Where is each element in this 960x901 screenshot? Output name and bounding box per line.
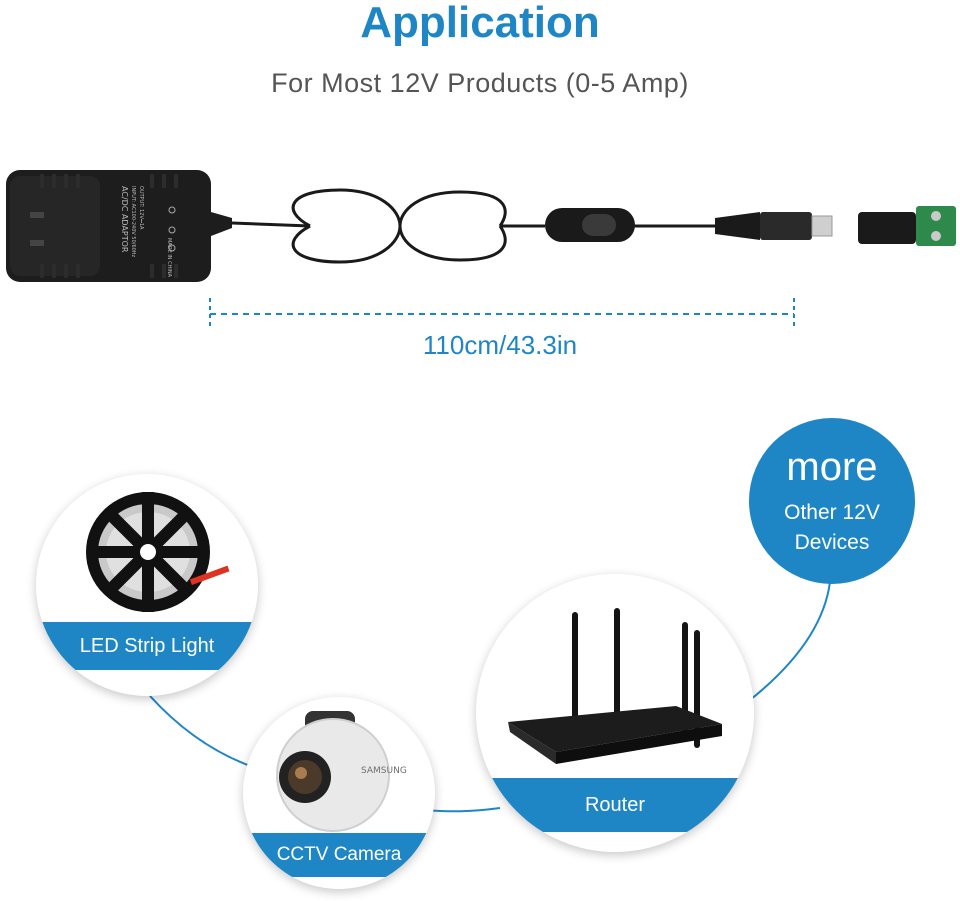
adapter-output: OUTPUT: 12V⎓1A bbox=[138, 186, 144, 230]
cable-length-indicator bbox=[209, 298, 795, 328]
more-devices-line1: Other 12V bbox=[784, 501, 880, 524]
more-devices-line2: Devices bbox=[794, 531, 870, 554]
inline-switch bbox=[545, 208, 635, 242]
cable-length-label: 110cm/43.3in bbox=[422, 330, 578, 360]
wall-adapter: AC/DC ADAPTOR INPUT: AC100-240V 50/60Hz … bbox=[6, 170, 211, 282]
cctv-camera-image: SAMSUNG bbox=[276, 711, 407, 832]
more-devices-text: Other 12V Devices bbox=[749, 498, 915, 558]
led-strip-label: LED Strip Light bbox=[36, 622, 258, 670]
female-connector bbox=[858, 206, 956, 246]
power-cable bbox=[231, 188, 715, 264]
led-strip-circle: LED Strip Light bbox=[36, 474, 258, 696]
router-label: Router bbox=[476, 778, 754, 832]
cctv-brand: SAMSUNG bbox=[361, 766, 407, 776]
cctv-camera-label: CCTV Camera bbox=[243, 833, 435, 877]
more-label: more bbox=[786, 445, 878, 489]
adapter-origin: MADE IN CHINA bbox=[166, 238, 172, 278]
power-adapter-product: AC/DC ADAPTOR INPUT: AC100-240V 50/60Hz … bbox=[6, 170, 956, 328]
adapter-input: INPUT: AC100-240V 50/60Hz bbox=[130, 186, 136, 258]
page-subtitle: For Most 12V Products (0-5 Amp) bbox=[271, 68, 689, 98]
cctv-camera-circle: SAMSUNG CCTV Camera bbox=[243, 697, 435, 889]
led-strip-reel-image bbox=[86, 492, 230, 612]
router-circle: Router bbox=[476, 574, 754, 852]
barrel-plug bbox=[715, 212, 833, 240]
adapter-label: AC/DC ADAPTOR bbox=[120, 186, 129, 253]
more-devices-circle: more Other 12V Devices bbox=[749, 418, 915, 584]
router-image bbox=[508, 608, 722, 764]
page-title: Application bbox=[360, 0, 600, 47]
